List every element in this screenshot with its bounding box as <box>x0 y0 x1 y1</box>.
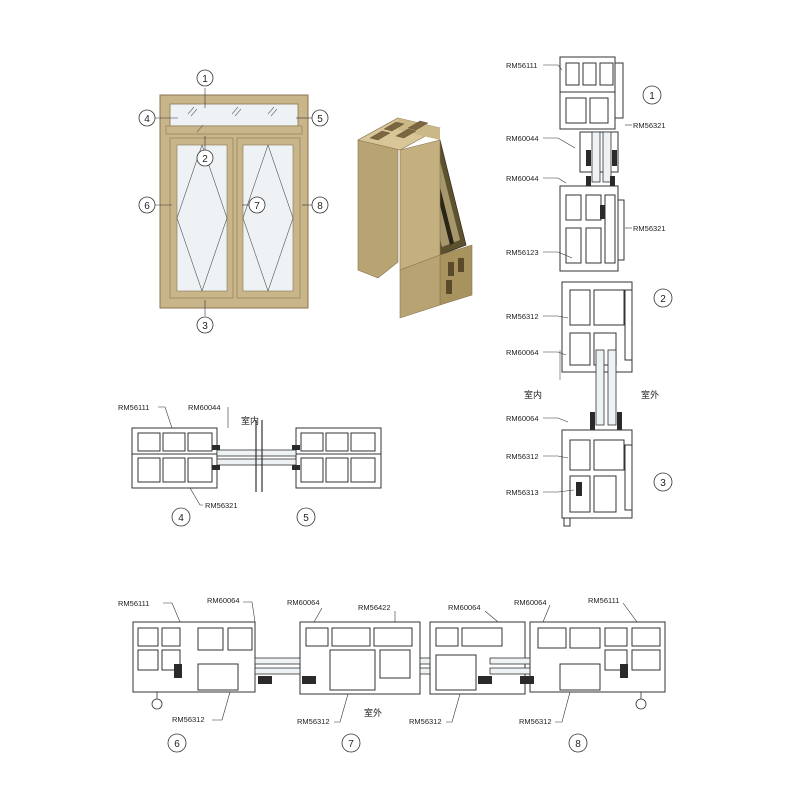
label-h2-bottom-3: RM56312 <box>519 717 552 726</box>
label-h1-2: RM56321 <box>205 501 238 510</box>
callout-h7: 7 <box>341 733 361 753</box>
callout-v1: 1 <box>642 85 662 105</box>
label-vertical-7: RM60064 <box>506 348 539 357</box>
profile-3d-render <box>357 117 473 319</box>
label-indoor-vertical: 室内 <box>524 389 542 400</box>
svg-text:6: 6 <box>174 739 180 750</box>
callout-h6: 6 <box>167 733 187 753</box>
svg-text:7: 7 <box>254 201 260 212</box>
horizontal-section-sash: RM56111 RM60064 RM60064 RM56422 RM60064 … <box>118 596 666 753</box>
svg-text:3: 3 <box>660 478 666 489</box>
label-vertical-6: RM56312 <box>506 312 539 321</box>
label-outdoor-h2: 室外 <box>364 707 382 718</box>
svg-text:3: 3 <box>202 321 208 332</box>
callout-4: 4 <box>138 109 156 127</box>
label-vertical-8: RM60064 <box>506 414 539 423</box>
window-elevation: 1 4 5 2 6 7 8 3 <box>138 69 329 334</box>
callout-7: 7 <box>248 196 266 214</box>
svg-text:6: 6 <box>144 201 150 212</box>
callout-6: 6 <box>138 196 156 214</box>
label-h2-top-3: RM56422 <box>358 603 391 612</box>
label-h2-top-2: RM60064 <box>287 598 320 607</box>
label-h1-0: RM56111 <box>118 403 149 412</box>
label-h1-1: RM60044 <box>188 403 221 412</box>
label-h2-bottom-2: RM56312 <box>409 717 442 726</box>
label-vertical-10: RM56313 <box>506 488 539 497</box>
svg-text:5: 5 <box>303 513 309 524</box>
svg-text:5: 5 <box>317 114 323 125</box>
label-h2-top-4: RM60064 <box>448 603 481 612</box>
vertical-section: RM56111 RM60044 RM56321 RM60044 RM56321 … <box>506 56 673 527</box>
callout-5: 5 <box>311 109 329 127</box>
callout-8: 8 <box>311 196 329 214</box>
callout-v3: 3 <box>653 472 673 492</box>
svg-text:7: 7 <box>348 739 354 750</box>
callout-h4: 4 <box>171 507 191 527</box>
label-h2-top-6: RM56111 <box>588 596 619 605</box>
label-vertical-2: RM56321 <box>633 121 666 130</box>
label-vertical-1: RM60044 <box>506 134 539 143</box>
label-h2-bottom-0: RM56312 <box>172 715 205 724</box>
label-h2-bottom-1: RM56312 <box>297 717 330 726</box>
label-vertical-0: RM56111 <box>506 61 537 70</box>
svg-text:8: 8 <box>575 739 581 750</box>
label-h2-top-0: RM56111 <box>118 599 149 608</box>
callout-1: 1 <box>196 69 214 87</box>
svg-text:2: 2 <box>202 154 208 165</box>
label-vertical-5: RM56123 <box>506 248 539 257</box>
svg-text:8: 8 <box>317 201 323 212</box>
label-indoor-h1: 室内 <box>241 415 259 426</box>
svg-text:2: 2 <box>660 294 666 305</box>
label-h2-top-5: RM60064 <box>514 598 547 607</box>
label-h2-top-1: RM60064 <box>207 596 240 605</box>
label-outdoor-vertical: 室外 <box>641 389 659 400</box>
callout-h5: 5 <box>296 507 316 527</box>
callout-2: 2 <box>196 149 214 167</box>
label-vertical-9: RM56312 <box>506 452 539 461</box>
svg-text:4: 4 <box>144 114 150 125</box>
svg-text:1: 1 <box>649 91 655 102</box>
label-vertical-3: RM60044 <box>506 174 539 183</box>
callout-h8: 8 <box>568 733 588 753</box>
callout-v2: 2 <box>653 288 673 308</box>
label-vertical-4: RM56321 <box>633 224 666 233</box>
svg-text:4: 4 <box>178 513 184 524</box>
horizontal-section-transom: RM56111 RM60044 RM56321 室内 4 5 <box>118 403 382 527</box>
svg-text:1: 1 <box>202 74 208 85</box>
callout-3: 3 <box>196 316 214 334</box>
